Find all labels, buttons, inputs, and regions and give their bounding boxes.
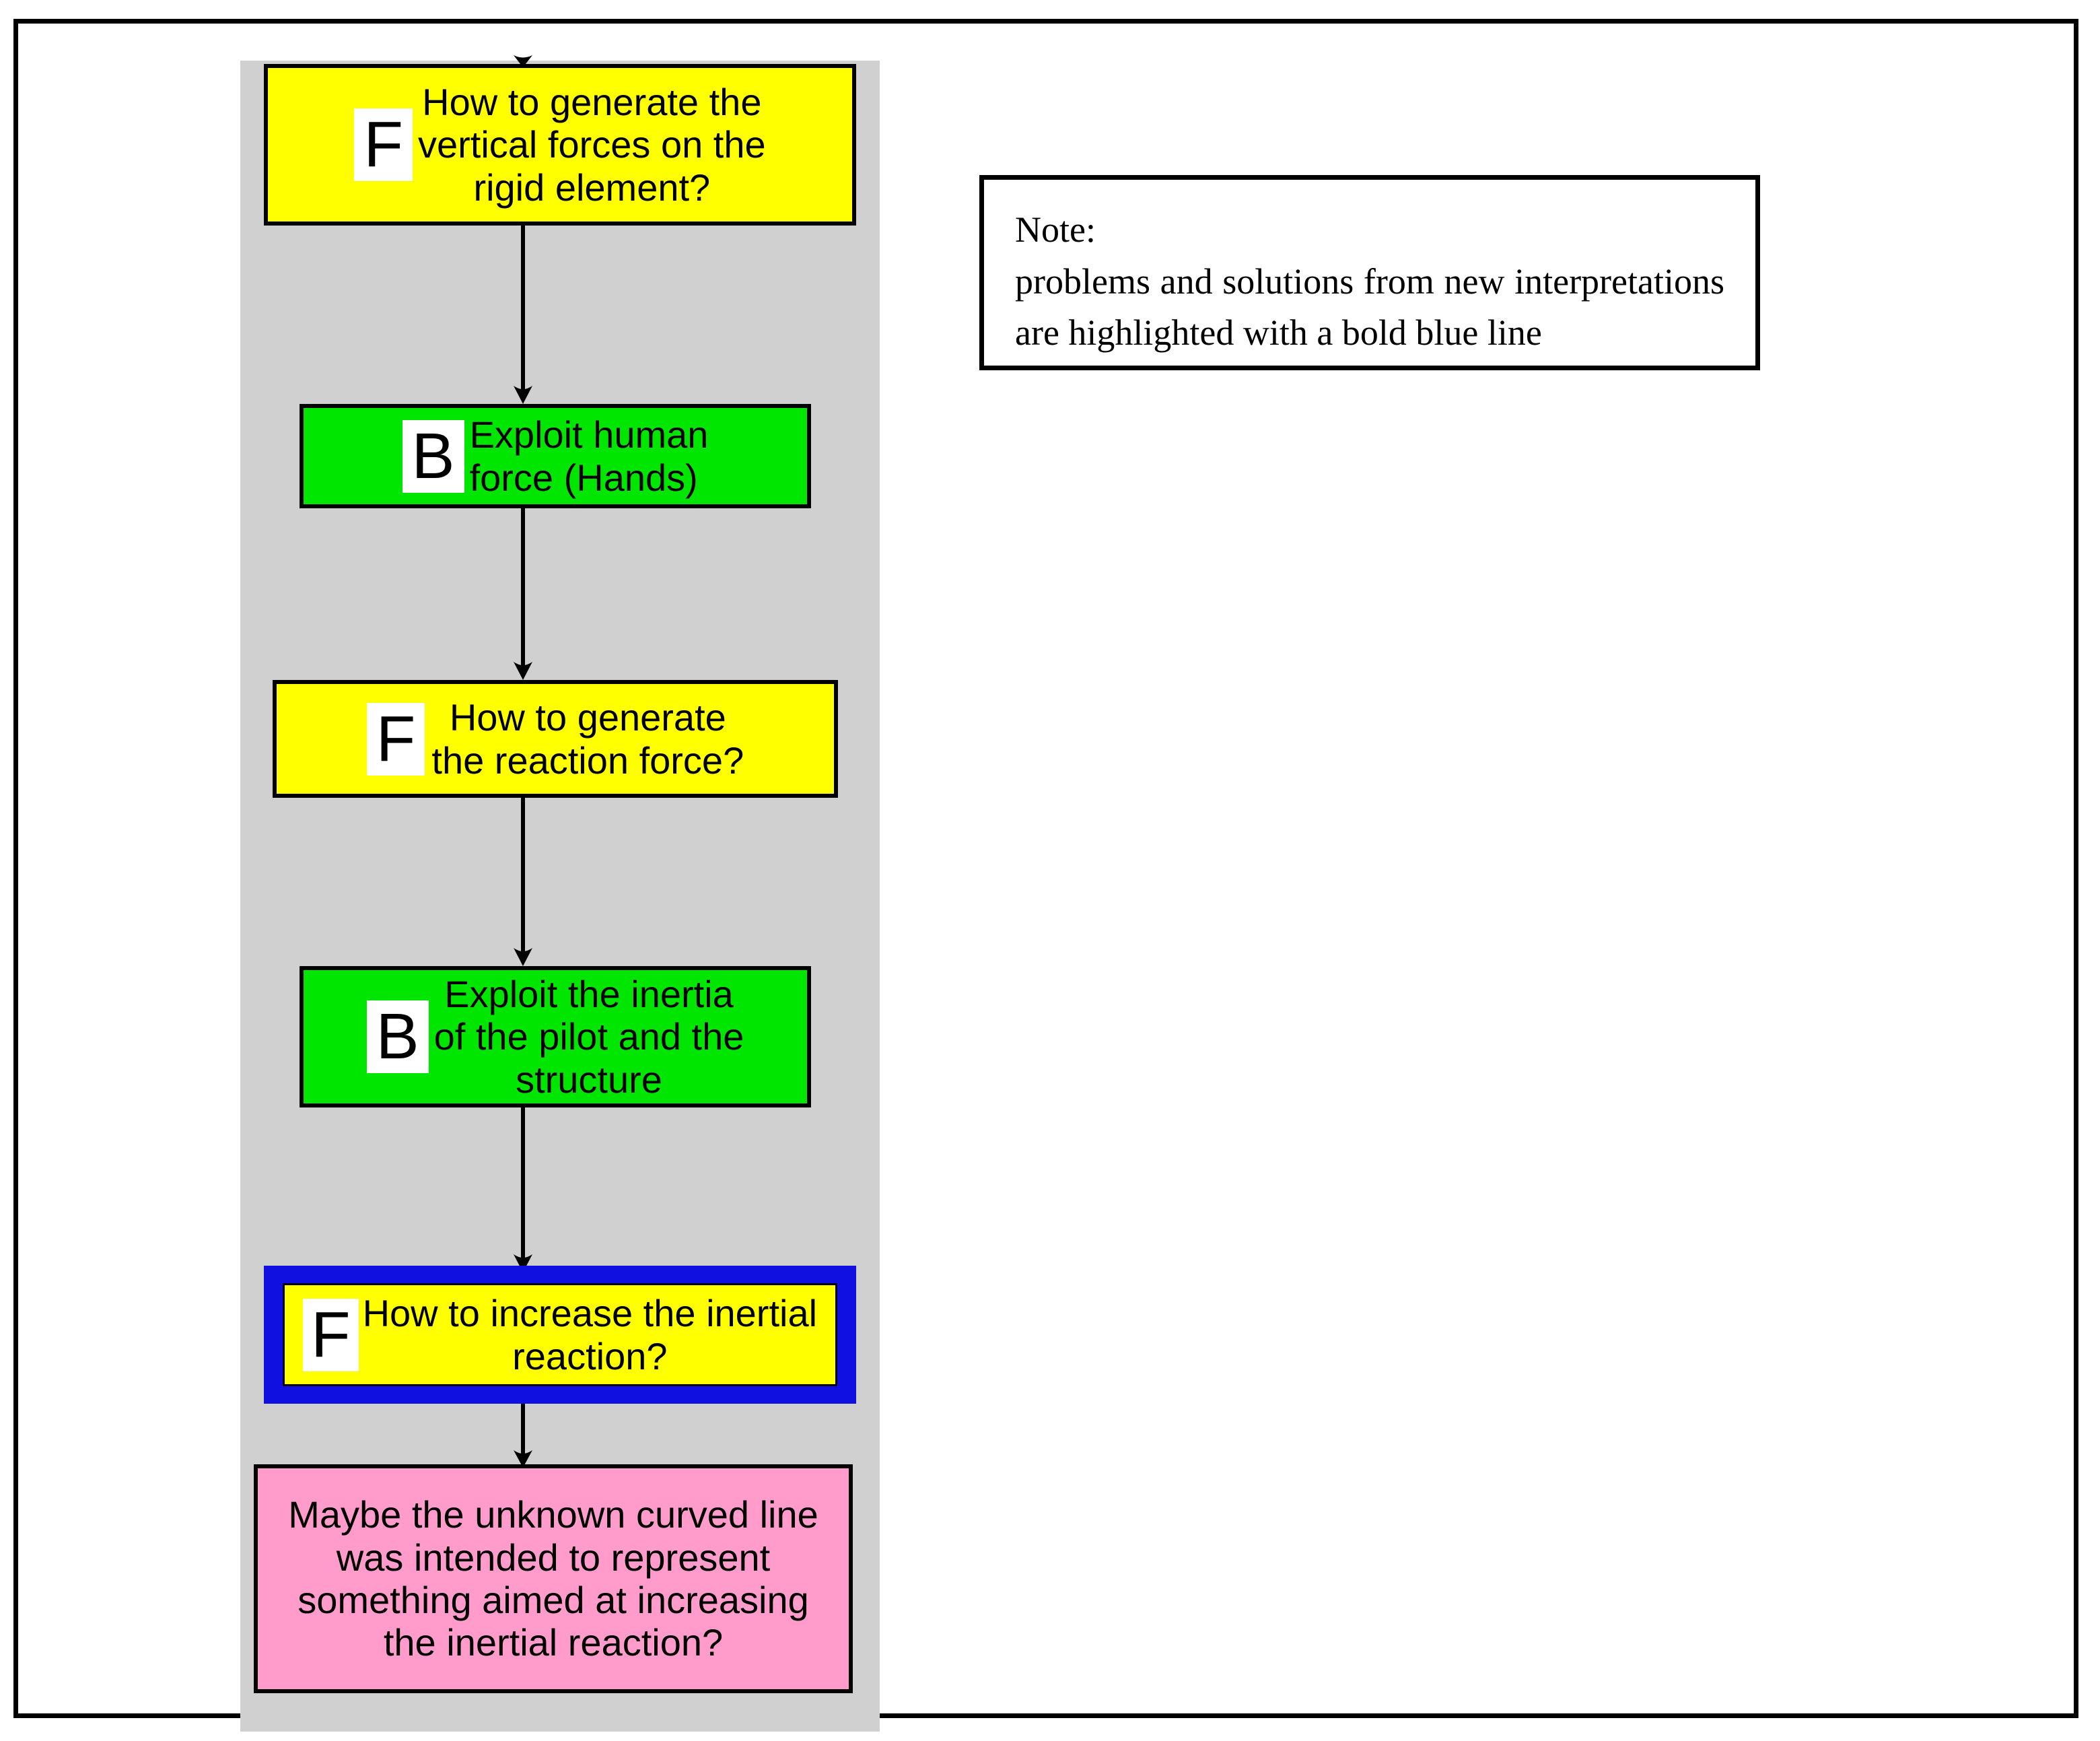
flowchart-panel: F How to generate the vertical forces on… [240,55,880,1732]
arrow-2-to-3 [510,508,536,680]
node-label: How to generate the reaction force? [431,696,744,782]
arrow-1-to-2 [510,226,536,404]
node-content: Maybe the unknown curved line was intend… [258,1493,849,1664]
node-content: B Exploit the inertia of the pilot and t… [304,973,807,1101]
node-label: How to generate the vertical forces on t… [417,81,766,209]
node-exploit-human-force[interactable]: B Exploit human force (Hands) [300,404,811,508]
node-increase-inertial-reaction[interactable]: F How to increase the inertial reaction? [283,1283,837,1386]
node-unknown-curved-line[interactable]: Maybe the unknown curved line was intend… [254,1464,853,1693]
node-badge-f: F [354,108,413,181]
node-increase-inertial-reaction-highlight: F How to increase the inertial reaction? [264,1266,856,1404]
node-content: B Exploit human force (Hands) [304,413,807,499]
note-body: problems and solutions from new interpre… [1015,261,1724,353]
node-label: Exploit human force (Hands) [469,413,709,499]
node-badge-f: F [366,702,425,776]
node-generate-reaction-force[interactable]: F How to generate the reaction force? [273,680,838,798]
arrow-5-to-6 [510,1404,536,1468]
page-frame: F How to generate the vertical forces on… [13,19,2078,1732]
node-generate-vertical-forces[interactable]: F How to generate the vertical forces on… [264,64,856,226]
arrow-4-to-5 [510,1107,536,1272]
node-label: How to increase the inertial reaction? [362,1292,818,1377]
note-box: Note: problems and solutions from new in… [979,175,1760,370]
node-badge-f: F [302,1298,359,1371]
node-content: F How to generate the vertical forces on… [268,81,852,209]
arrow-incoming [510,55,536,67]
arrow-3-to-4 [510,798,536,966]
node-label: Maybe the unknown curved line was intend… [288,1493,818,1664]
note-heading: Note: [1015,209,1096,250]
node-content: F How to increase the inertial reaction? [285,1292,835,1377]
node-exploit-inertia[interactable]: B Exploit the inertia of the pilot and t… [300,966,811,1107]
node-badge-b: B [366,1000,429,1073]
node-content: F How to generate the reaction force? [277,696,834,782]
node-label: Exploit the inertia of the pilot and the… [433,973,744,1101]
node-badge-b: B [402,419,464,493]
